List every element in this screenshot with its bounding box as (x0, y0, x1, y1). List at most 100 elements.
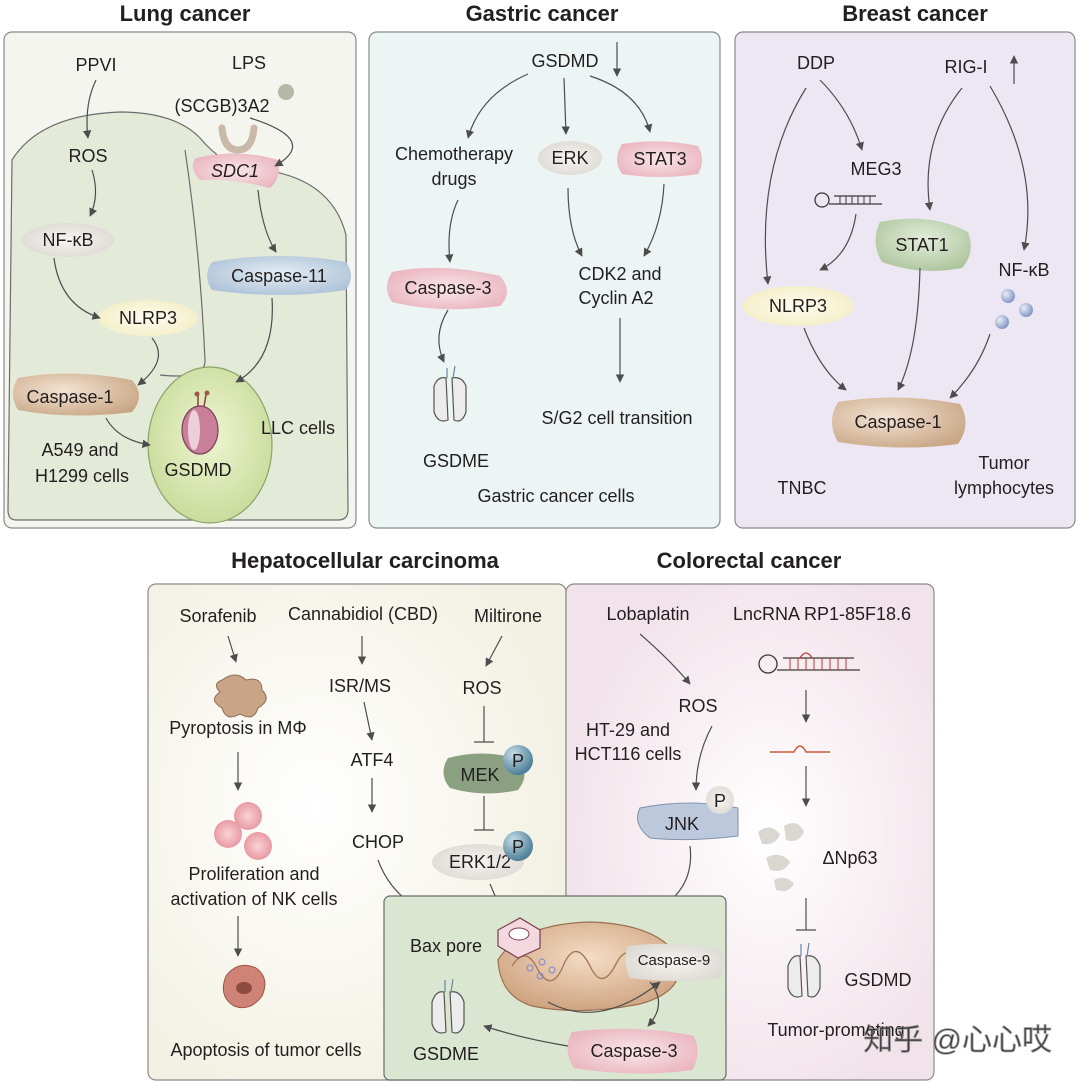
gsdme-pore-icon (433, 365, 467, 422)
gastric-sg2-label: S/G2 cell transition (541, 408, 692, 428)
meg3-rna-icon (814, 192, 882, 208)
mitochondrion-icon (497, 921, 681, 1012)
hcc-miltirone-label: Miltirone (474, 606, 542, 626)
lung-nfkb-label: NF-κB (43, 230, 94, 250)
gastric-arrows (437, 42, 665, 383)
lung-gsdmd-label: GSDMD (165, 460, 232, 480)
mito-arrows (483, 981, 661, 1047)
lung-title: Lung cancer (120, 1, 251, 26)
gsdmd-pore-icon (181, 390, 219, 455)
mitochondria-panel: Bax pore Caspase-9 Caspase-3 GSDME (383, 895, 727, 1081)
gastric-cells-label: Gastric cancer cells (477, 486, 634, 506)
nk-cells-icon (214, 802, 272, 860)
gastric-chemo-line1: Chemotherapy (395, 144, 513, 164)
watermark: 知乎 @心心哎 (863, 1024, 1052, 1057)
nfkb-node (22, 223, 114, 257)
mito-caspase9-label: Caspase-9 (638, 952, 711, 969)
lung-ppvi-label: PPVI (75, 55, 116, 75)
breast-caspase1-node (832, 397, 966, 448)
lung-llc-label: LLC cells (261, 418, 335, 438)
lung-lps-label: LPS (232, 53, 266, 73)
gastric-cdk-line1: CDK2 and (578, 264, 661, 284)
erk-node (538, 141, 602, 175)
hcc-ros-label: ROS (462, 678, 501, 698)
lncrna-icon (758, 652, 860, 674)
hcc-mek-label: MEK (460, 765, 499, 785)
gastric-cancer-panel: Gastric cancer GSDMD Chemotherapy drugs … (368, 1, 721, 529)
lung-caspase11-label: Caspase-11 (231, 266, 327, 286)
caspase9-node (625, 943, 724, 981)
lung-caspase1-label: Caspase-1 (26, 387, 113, 407)
caspase1-node (13, 373, 139, 416)
stat3-node (617, 141, 702, 177)
hcc-erk12-label: ERK1/2 (449, 852, 511, 872)
lung-scgb-label: (SCGB)3A2 (174, 96, 269, 116)
nfkb-beads-icon (995, 289, 1033, 329)
gastric-erk-label: ERK (551, 148, 588, 168)
breast-tumor-line1: Tumor (978, 453, 1029, 473)
lung-arrows (53, 79, 294, 448)
lung-cancer-panel: Lung cancer PPVI LPS (SCGB)3A2 SDC1 ROS … (3, 1, 357, 529)
sdc1-receptor-icon (192, 153, 279, 188)
hcc-isr-label: ISR/MS (329, 676, 391, 696)
hcc-cbd-label: Cannabidiol (CBD) (288, 604, 438, 624)
crc-jnk-label: JNK (665, 814, 699, 834)
mito-gsdme-label: GSDME (413, 1044, 479, 1064)
breast-arrows (762, 79, 1030, 399)
lung-sdc1-label: SDC1 (211, 161, 259, 181)
mek-phospho-icon (503, 745, 533, 775)
crc-title: Colorectal cancer (657, 548, 842, 573)
mito-caspase3-label: Caspase-3 (590, 1041, 677, 1061)
hcc-prolif-line2: activation of NK cells (170, 889, 337, 909)
hcc-mek-p-label: P (512, 751, 524, 771)
crc-dnp63-label: ΔNp63 (822, 848, 877, 868)
hcc-atf4-label: ATF4 (351, 750, 394, 770)
lung-ros-label: ROS (68, 146, 107, 166)
breast-tnbc-label: TNBC (778, 478, 827, 498)
mito-caspase3-node (567, 1028, 698, 1074)
hcc-chop-label: CHOP (352, 832, 404, 852)
crc-jnk-p-label: P (714, 791, 726, 811)
macrophage-icon (214, 674, 267, 718)
caspase3-node (387, 267, 507, 310)
crc-gsdmd-label: GSDMD (845, 970, 912, 990)
gastric-stat3-label: STAT3 (633, 149, 686, 169)
hcc-title: Hepatocellular carcinoma (231, 548, 500, 573)
breast-nlrp3-label: NLRP3 (769, 296, 827, 316)
crc-ht-line2: HCT116 cells (575, 744, 682, 764)
breast-nfkb-label: NF-κB (999, 260, 1050, 280)
gastric-cdk-line2: Cyclin A2 (578, 288, 653, 308)
crc-lnc-label: LncRNA RP1-85F18.6 (733, 604, 911, 624)
caspase11-node (207, 256, 351, 295)
erk12-node (432, 844, 524, 880)
scgb3a2-protein-icon (218, 124, 258, 154)
dnp63-protein-icon (758, 823, 804, 892)
bax-pore-icon (497, 917, 541, 959)
breast-tumor-line2: lymphocytes (954, 478, 1054, 498)
gastric-caspase3-label: Caspase-3 (404, 278, 491, 298)
nlrp3-node (98, 300, 198, 336)
gastric-gsdmd-label: GSDMD (532, 51, 599, 71)
hcc-erk-p-label: P (512, 837, 524, 857)
crc-gsdmd-pore-icon (787, 942, 821, 998)
crc-ht-line1: HT-29 and (586, 720, 670, 740)
gastric-gsdme-label: GSDME (423, 451, 489, 471)
lung-a549-line2: H1299 cells (35, 466, 129, 486)
mito-bax-label: Bax pore (410, 936, 482, 956)
gastric-chemo-line2: drugs (431, 169, 476, 189)
mito-gsdme-pore-icon (431, 978, 465, 1034)
crc-ros-label: ROS (678, 696, 717, 716)
hcc-sorafenib-label: Sorafenib (179, 606, 256, 626)
breast-rig-label: RIG-I (945, 57, 988, 77)
cytochrome-c-icon (526, 958, 556, 980)
hcc-prolif-line1: Proliferation and (188, 864, 319, 884)
lung-nlrp3-label: NLRP3 (119, 308, 177, 328)
gastric-title: Gastric cancer (466, 1, 619, 26)
breast-cancer-panel: Breast cancer DDP RIG-I MEG3 STAT1 NF-κB… (734, 1, 1076, 529)
rna-fragment-icon (770, 745, 830, 753)
breast-nlrp3-node (742, 286, 854, 326)
crc-tumor-prom-label: Tumor-promoting (767, 1020, 904, 1040)
stat1-node (875, 218, 971, 271)
breast-title: Breast cancer (842, 1, 988, 26)
